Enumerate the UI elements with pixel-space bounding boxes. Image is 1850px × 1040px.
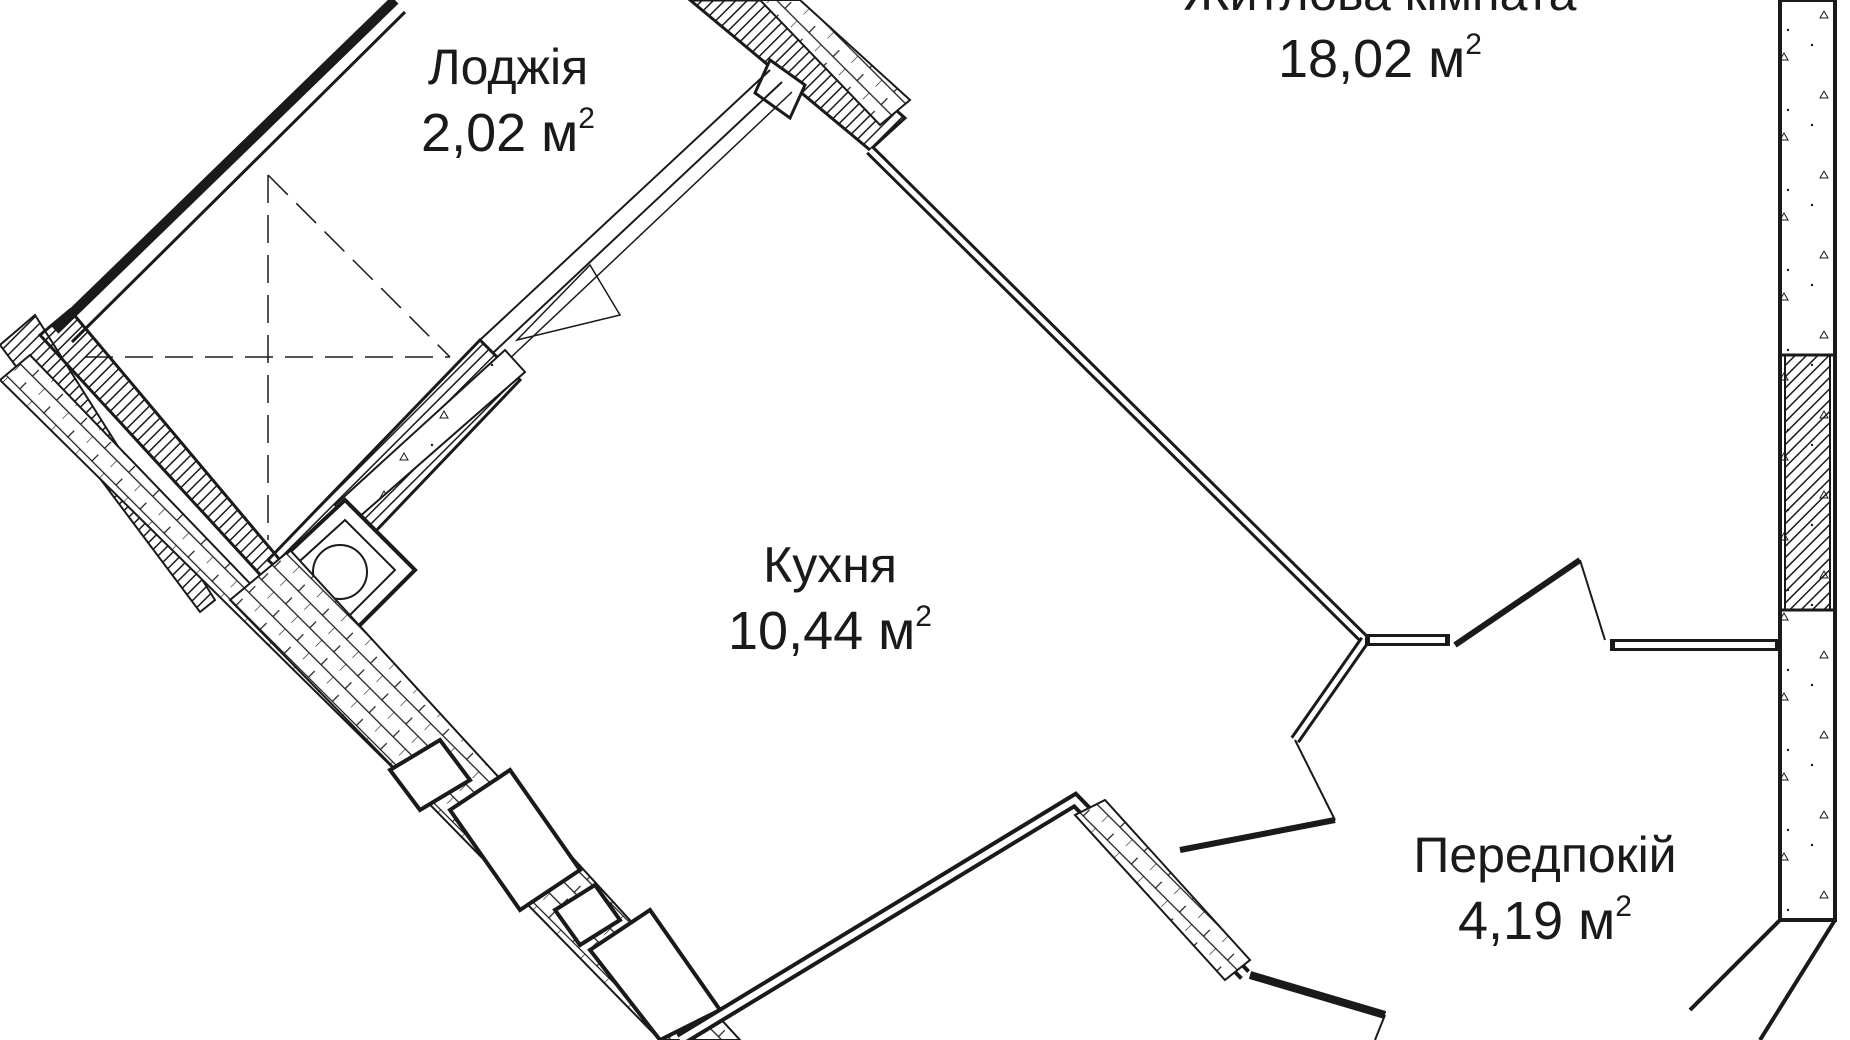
room-kitchen: Кухня 10,44 м2	[728, 540, 932, 658]
area-unit-superscript: 2	[915, 600, 932, 633]
kitchen-window	[479, 69, 793, 363]
area-unit: м	[1578, 891, 1616, 951]
loggia-outer-rail	[51, 0, 407, 344]
kitchen-door	[1179, 636, 1370, 853]
kitchen-exterior-wall	[228, 548, 742, 1040]
exterior-wall-right	[1688, 0, 1837, 1040]
loggia-dashed-marker	[85, 174, 451, 540]
area-unit-superscript: 2	[578, 102, 595, 135]
room-area: 18,02	[1278, 29, 1414, 89]
entrance-door	[1248, 971, 1387, 1040]
room-area: 10,44	[728, 601, 864, 661]
partition-kitchen-living	[866, 146, 1369, 644]
room-name: Житлова кімната	[1184, 0, 1577, 18]
living-room-door	[1365, 557, 1780, 651]
room-name: Кухня	[763, 537, 897, 593]
balcony-door	[514, 263, 622, 342]
area-unit: м	[878, 601, 916, 661]
room-name: Передпокій	[1413, 827, 1677, 883]
area-unit: м	[1428, 29, 1466, 89]
room-name: Лоджія	[427, 39, 589, 95]
area-unit-superscript: 2	[1465, 28, 1482, 61]
area-unit-superscript: 2	[1615, 890, 1632, 923]
room-area: 2,02	[421, 103, 527, 163]
room-living-room: Житлова кімната 18,02 м2	[1184, 0, 1577, 86]
area-unit: м	[541, 103, 579, 163]
bathroom-wall	[676, 791, 1252, 1040]
room-loggia: Лоджія 2,02 м2	[421, 42, 595, 160]
room-area: 4,19	[1458, 891, 1564, 951]
room-hallway: Передпокій 4,19 м2	[1413, 830, 1676, 948]
exterior-wall-top	[687, 0, 912, 152]
